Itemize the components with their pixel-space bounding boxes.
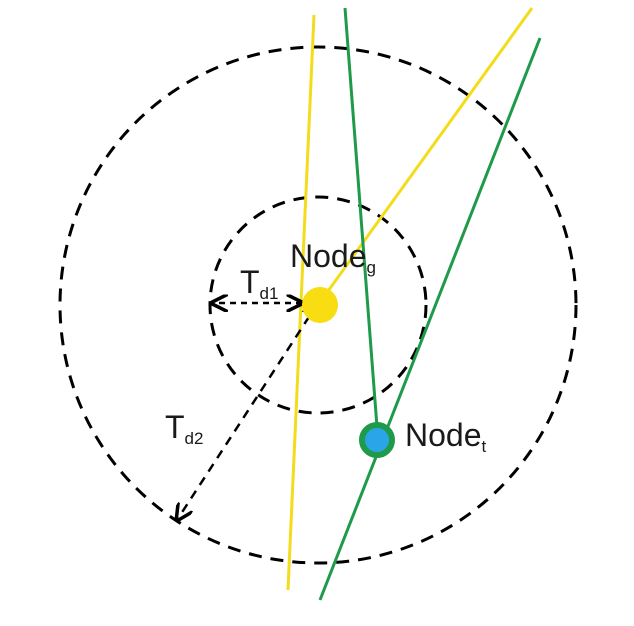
td1-label: Td1 [240, 264, 278, 303]
green-line-diagonal [318, 37, 542, 601]
td2-label: Td2 [165, 409, 203, 448]
green-line-steep [343, 7, 380, 441]
node-g-marker [302, 287, 338, 323]
yellow-line-diagonal [316, 7, 534, 306]
node-t-label: Nodet [405, 417, 487, 456]
outer-range-circle [58, 45, 578, 565]
node-g-label: Nodeg [290, 238, 376, 277]
td2-radius-arrow [177, 303, 318, 520]
node-t-marker [359, 422, 395, 458]
